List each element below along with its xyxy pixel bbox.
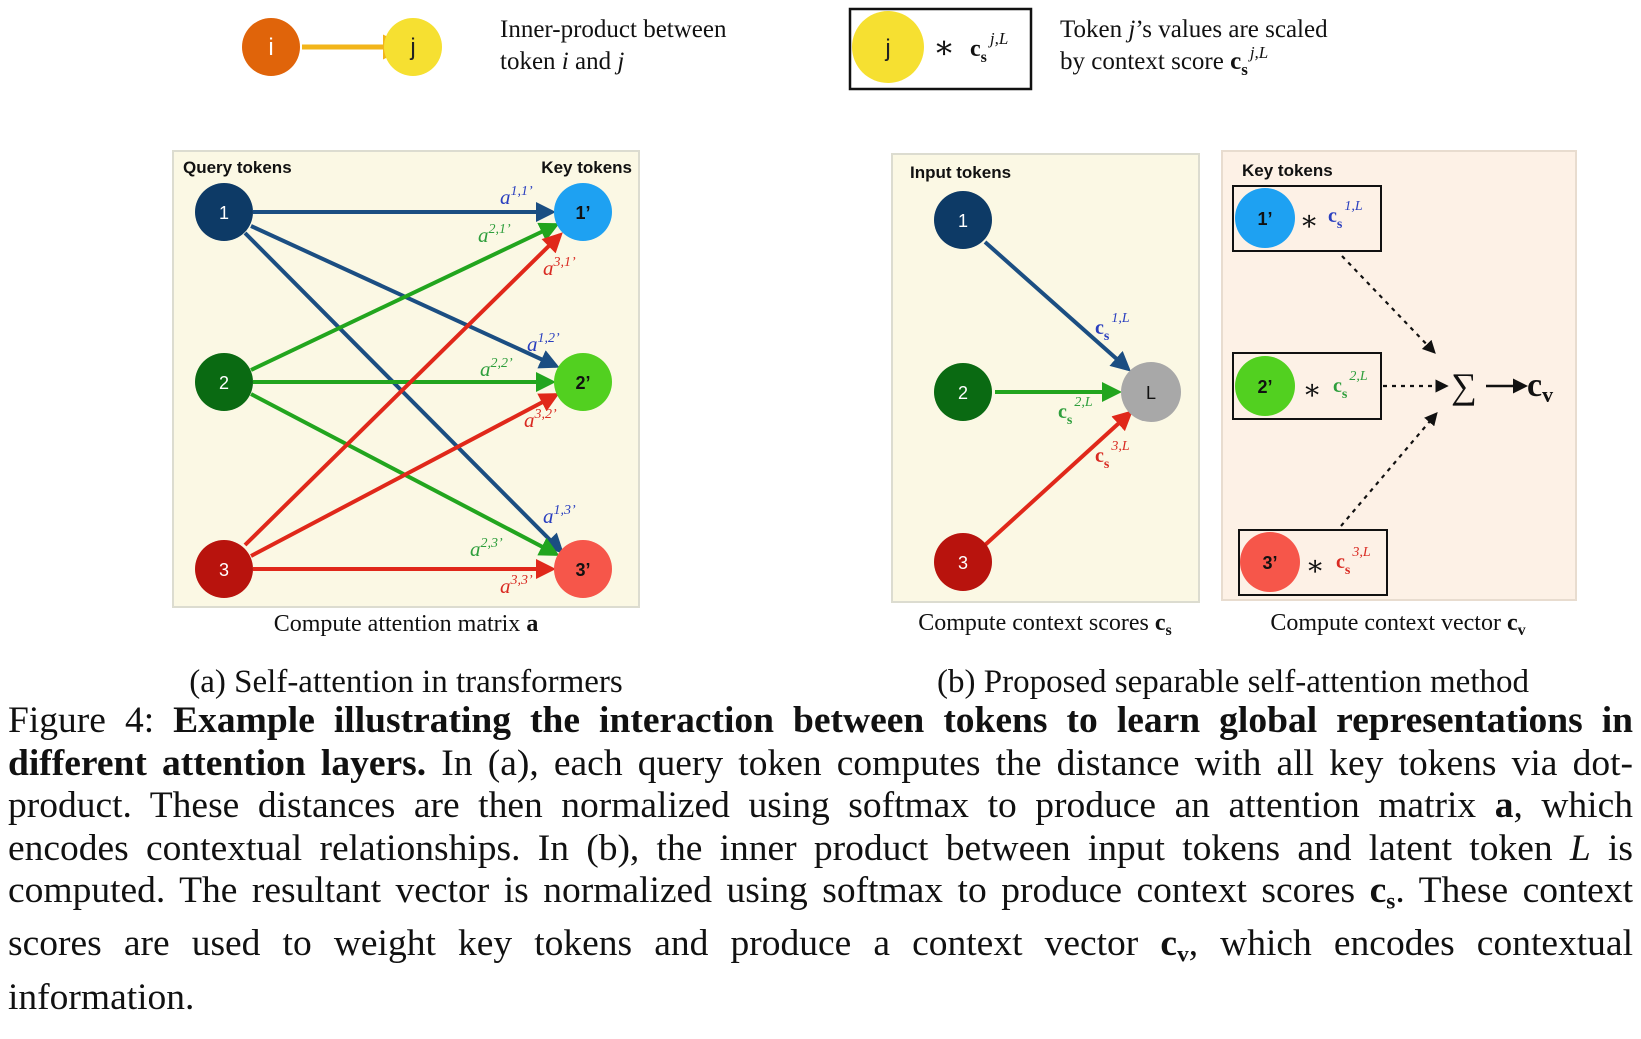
key-b-node-2-label: 2’ <box>1257 377 1272 397</box>
query-node-3-label: 3 <box>219 560 229 580</box>
query-node-2-label: 2 <box>219 373 229 393</box>
key-box-1-score: cs1,L <box>1328 199 1363 232</box>
input-node-3-label: 3 <box>958 553 968 573</box>
legend-scaled-box <box>848 7 1033 91</box>
key-box-1-star: ∗ <box>1299 206 1318 237</box>
legend: i j Inner-product between token i and j … <box>242 7 1328 91</box>
input-node-3 <box>934 533 992 591</box>
latent-node <box>1121 362 1181 422</box>
panel-b-subcaption-scores: Compute context scores cs <box>918 610 1172 639</box>
score-label-1: cs1,L <box>1095 311 1130 344</box>
key-node-1 <box>554 183 612 241</box>
latent-node-label: L <box>1146 383 1156 403</box>
panel-a-caption: (a) Self-attention in transformers <box>189 664 622 700</box>
legend-scaled-star: ∗ <box>933 29 955 65</box>
key-b-node-3 <box>1240 532 1300 592</box>
caption-text-5: , which encodes contextual information. <box>8 923 1633 1018</box>
panel-b-caption: (b) Proposed separable self-attention me… <box>937 664 1529 700</box>
query-tokens-label: Query tokens <box>183 158 292 177</box>
key-tokens-label-a: Key tokens <box>541 158 632 177</box>
caption-text-1: In (a), each query token computes the di… <box>8 742 1633 827</box>
figure-4: i j Inner-product between token i and j … <box>172 7 1577 700</box>
key-node-2 <box>554 353 612 411</box>
legend-inner-product-line1: Inner-product between <box>500 16 727 43</box>
score-label-3: cs3,L <box>1095 439 1130 472</box>
score-edge-1 <box>983 240 1131 372</box>
score-label-2: cs2,L <box>1058 395 1093 428</box>
edge-label-a12: a1,2’ <box>527 331 560 356</box>
legend-node-j <box>384 18 442 76</box>
query-node-2 <box>195 353 253 411</box>
panel-b-subcaption-vector: Compute context vector cv <box>1270 610 1525 639</box>
score-edge-3 <box>983 410 1133 547</box>
query-node-1 <box>195 183 253 241</box>
key-b-node-2 <box>1235 356 1295 416</box>
caption-symbol-cs-sub: s <box>1386 888 1396 915</box>
legend-inner-product-line2: token i and j <box>500 48 624 75</box>
dotted-arrow-3 <box>1340 411 1438 527</box>
caption-text-2: , which encodes contextual relationships… <box>8 785 1633 869</box>
key-node-2-label: 2’ <box>575 373 590 393</box>
legend-node-i <box>242 18 300 76</box>
key-b-node-3-label: 3’ <box>1262 553 1277 573</box>
edge-label-a11: a1,1’ <box>500 184 533 209</box>
panel-a: Query tokens Key tokens a1,1’ a2,1’ a3,1… <box>172 150 640 700</box>
query-node-3 <box>195 540 253 598</box>
caption-symbol-cs: c <box>1369 870 1387 912</box>
edge-3-2 <box>250 393 560 558</box>
edge-label-a32: a3,2’ <box>524 407 557 432</box>
input-node-2-label: 2 <box>958 383 968 403</box>
query-node-1-label: 1 <box>219 203 229 223</box>
key-node-1-label: 1’ <box>575 203 590 223</box>
sum-symbol: ∑ <box>1451 366 1477 406</box>
input-tokens-label: Input tokens <box>910 163 1011 182</box>
key-box-2 <box>1232 352 1382 420</box>
key-box-3 <box>1238 529 1388 596</box>
key-node-3 <box>554 540 612 598</box>
input-node-1 <box>934 191 992 249</box>
key-box-2-star: ∗ <box>1302 375 1321 406</box>
caption-text-3: is computed. The resultant vector is nor… <box>8 827 1633 912</box>
edge-label-a22: a2,2’ <box>480 356 513 381</box>
legend-scaled-line2: by context score csj,L <box>1060 43 1268 79</box>
key-box-2-score: cs2,L <box>1333 369 1368 402</box>
edge-label-a23: a2,3’ <box>470 536 503 561</box>
caption-symbol-cv-sub: v <box>1177 941 1189 968</box>
panel-a-subcaption: Compute attention matrix a <box>274 611 539 637</box>
figure-label: Figure 4: <box>8 700 174 741</box>
legend-node-i-label: i <box>268 34 273 61</box>
panel-b-vector: Key tokens 1’ ∗ cs1,L 2’ ∗ cs2,L 3’ ∗ cs… <box>1221 150 1577 639</box>
legend-scaled-node-j <box>852 11 924 83</box>
edge-2-1 <box>250 222 560 372</box>
input-node-2 <box>934 363 992 421</box>
key-b-node-1-label: 1’ <box>1257 209 1272 229</box>
dotted-arrow-1 <box>1341 255 1436 354</box>
edge-label-a21: a2,1’ <box>478 222 511 247</box>
key-b-node-1 <box>1235 188 1295 248</box>
caption-symbol-L: L <box>1569 827 1591 869</box>
legend-scaled-cs: csj,L <box>970 29 1008 66</box>
edge-label-a13: a1,3’ <box>543 503 576 528</box>
key-node-3-label: 3’ <box>575 560 590 580</box>
legend-node-j-label: j <box>409 34 415 61</box>
context-vector-symbol: cv <box>1527 367 1553 407</box>
key-tokens-label-b: Key tokens <box>1242 161 1333 180</box>
key-box-1 <box>1232 185 1382 252</box>
edge-label-a33: a3,3’ <box>500 573 533 598</box>
caption-symbol-a: a <box>1494 785 1514 827</box>
figure-caption: Figure 4: Example illustrating the inter… <box>8 700 1633 1019</box>
key-box-3-star: ∗ <box>1305 551 1324 582</box>
edge-label-a31: a3,1’ <box>543 255 576 280</box>
input-node-1-label: 1 <box>958 211 968 231</box>
key-box-3-score: cs3,L <box>1336 545 1371 578</box>
caption-text-4: . These context scores are used to weigh… <box>8 870 1633 965</box>
legend-scaled-node-j-label: j <box>884 35 890 62</box>
caption-bold-title: Example illustrating the interaction bet… <box>8 700 1633 784</box>
caption-symbol-cv: c <box>1160 923 1178 965</box>
panel-b-scores: Input tokens cs1,L cs2,L cs3,L 1 2 3 L C… <box>891 153 1200 639</box>
legend-scaled-line1: Token j’s values are scaled <box>1060 16 1328 43</box>
edge-3-1 <box>243 232 563 547</box>
